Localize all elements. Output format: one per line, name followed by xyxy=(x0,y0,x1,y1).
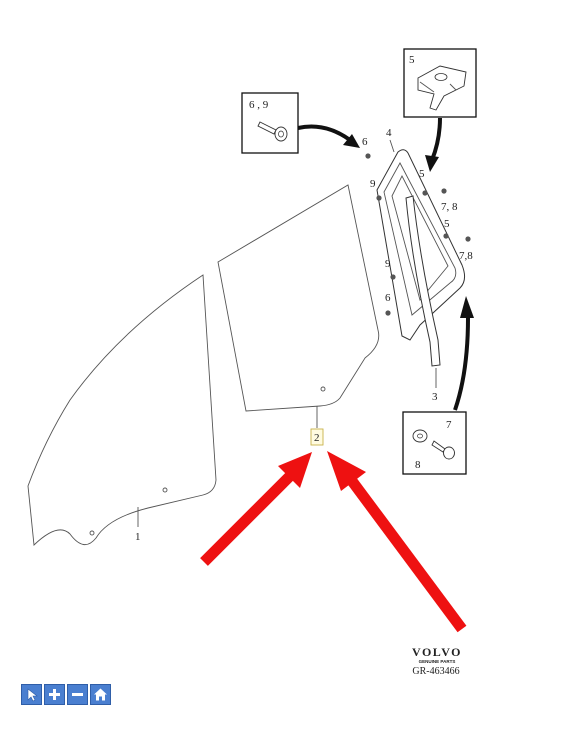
zoom-in-button[interactable] xyxy=(44,684,65,705)
callout-label-6-9: 6 , 9 xyxy=(249,99,269,111)
callout-arrowhead xyxy=(343,134,360,148)
bolt-9-mid[interactable] xyxy=(390,274,396,280)
callout-box-screw[interactable] xyxy=(241,92,299,154)
select-tool-button[interactable] xyxy=(21,684,42,705)
part-label-9: 9 xyxy=(370,178,376,190)
red-arrow-right xyxy=(327,451,467,633)
part-label-6: 6 xyxy=(385,292,391,304)
screw-6-top[interactable] xyxy=(365,153,371,159)
bolt-icon xyxy=(431,440,455,460)
callout-label-5: 5 xyxy=(409,54,415,66)
minus-icon xyxy=(72,693,83,696)
screw-icon xyxy=(257,121,288,142)
part-label-7-8: 7, 8 xyxy=(441,201,458,213)
part-label-1: 1 xyxy=(135,531,141,543)
highlight-box xyxy=(310,428,324,446)
part-label-5: 5 xyxy=(444,218,450,230)
quarter-frame-inner xyxy=(383,162,457,316)
diagram-toolbar xyxy=(21,684,111,705)
part-label-2: 2 xyxy=(314,432,320,444)
washer-icon xyxy=(412,429,428,443)
part-label-3: 3 xyxy=(432,391,438,403)
reset-view-button[interactable] xyxy=(90,684,111,705)
front-glass-outline[interactable] xyxy=(27,274,217,546)
brand-name: VOLVO xyxy=(412,645,462,659)
screw-6-low[interactable] xyxy=(385,310,391,316)
part-label-6: 6 xyxy=(362,136,368,148)
callout-arrowhead xyxy=(425,155,439,172)
bolt-9-top[interactable] xyxy=(376,195,382,201)
rear-glass-outline[interactable] xyxy=(217,184,380,412)
callout-label-8: 8 xyxy=(415,459,421,471)
volvo-logo: VOLVO GENUINE PARTS xyxy=(405,645,469,664)
rear-glass-hole xyxy=(320,386,326,392)
front-glass-hole xyxy=(89,530,95,536)
quarter-frame-outer[interactable] xyxy=(376,149,466,341)
brand-tagline: GENUINE PARTS xyxy=(418,659,456,664)
part-label-4: 4 xyxy=(386,127,392,139)
zoom-out-button[interactable] xyxy=(67,684,88,705)
fastener-group: 6 9 9 6 5 7, 8 5 7,8 xyxy=(362,136,473,316)
nut-7-8-a[interactable] xyxy=(441,188,447,194)
leader-line xyxy=(389,139,395,153)
callout-arrow xyxy=(430,117,442,161)
part-label-5: 5 xyxy=(419,168,425,180)
callout-arrow xyxy=(297,124,352,142)
part-label-9: 9 xyxy=(385,258,391,270)
callout-label-7: 7 xyxy=(446,419,452,431)
clip-5-b[interactable] xyxy=(443,233,449,239)
channel-strip[interactable] xyxy=(405,195,441,367)
home-icon xyxy=(94,688,107,701)
front-glass-hole xyxy=(162,487,168,493)
part-label-7-8: 7,8 xyxy=(459,250,473,262)
red-arrow-left xyxy=(200,452,312,566)
clip-icon xyxy=(417,65,467,111)
cursor-icon xyxy=(27,688,38,702)
plus-icon xyxy=(49,689,60,700)
callout-arrowhead xyxy=(460,296,474,318)
clip-5-a[interactable] xyxy=(422,190,428,196)
callout-arrow xyxy=(453,317,470,411)
quarter-glass-pane xyxy=(391,175,449,301)
diagram-reference: GR-463466 xyxy=(412,666,460,677)
nut-7-8-b[interactable] xyxy=(465,236,471,242)
